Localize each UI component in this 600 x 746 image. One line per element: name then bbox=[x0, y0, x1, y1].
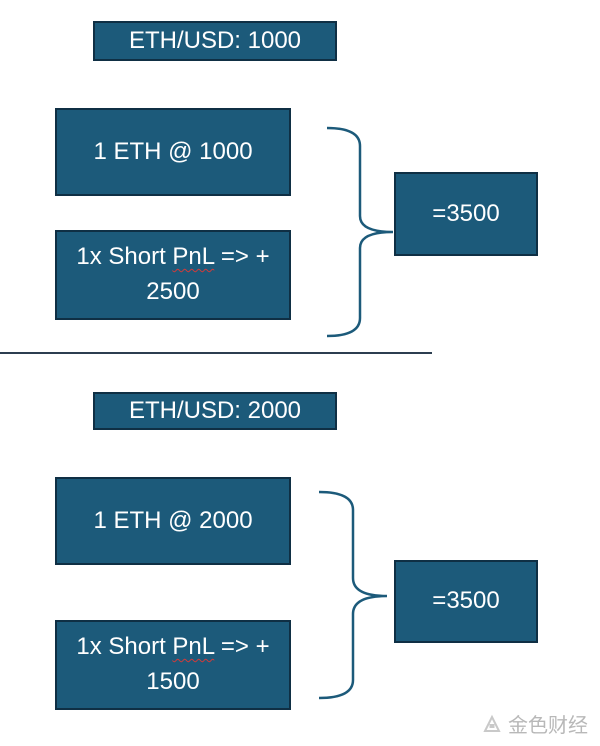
bottom-brace bbox=[318, 490, 388, 700]
jinse-logo-icon bbox=[483, 714, 501, 732]
top-short-pnl-text: 1x Short PnL => + 2500 bbox=[76, 240, 269, 310]
top-position-text: 1 ETH @ 1000 bbox=[93, 137, 253, 165]
bottom-pnl-word: PnL bbox=[172, 633, 215, 661]
top-pnl-word: PnL bbox=[172, 243, 215, 271]
top-price-label: ETH/USD: 1000 bbox=[93, 21, 337, 61]
section-divider bbox=[0, 352, 432, 354]
top-total-text: =3500 bbox=[432, 199, 500, 227]
bottom-short-prefix: 1x Short bbox=[76, 633, 173, 661]
bottom-position-text: 1 ETH @ 2000 bbox=[93, 506, 253, 534]
top-price-label-text: ETH/USD: 1000 bbox=[128, 26, 302, 54]
bottom-short-suffix: => + bbox=[214, 633, 270, 661]
bottom-price-label: ETH/USD: 2000 bbox=[93, 392, 337, 430]
top-short-suffix: => + bbox=[214, 243, 270, 271]
top-brace bbox=[326, 126, 394, 338]
top-short-pnl-box: 1x Short PnL => + 2500 bbox=[55, 230, 291, 320]
top-total-box: =3500 bbox=[394, 172, 538, 256]
bottom-price-label-text: ETH/USD: 2000 bbox=[128, 396, 302, 424]
top-short-value: 2500 bbox=[146, 278, 200, 305]
top-short-prefix: 1x Short bbox=[76, 243, 173, 271]
watermark-text: 金色财经 bbox=[508, 715, 588, 737]
bottom-total-text: =3500 bbox=[432, 587, 500, 615]
bottom-total-box: =3500 bbox=[394, 560, 538, 643]
bottom-short-pnl-box: 1x Short PnL => + 1500 bbox=[55, 620, 291, 710]
bottom-short-value: 1500 bbox=[146, 668, 200, 695]
bottom-short-pnl-text: 1x Short PnL => + 1500 bbox=[76, 630, 269, 700]
watermark: 金色财经 bbox=[482, 709, 588, 738]
bottom-position-box: 1 ETH @ 2000 bbox=[55, 477, 291, 565]
top-position-box: 1 ETH @ 1000 bbox=[55, 108, 291, 196]
